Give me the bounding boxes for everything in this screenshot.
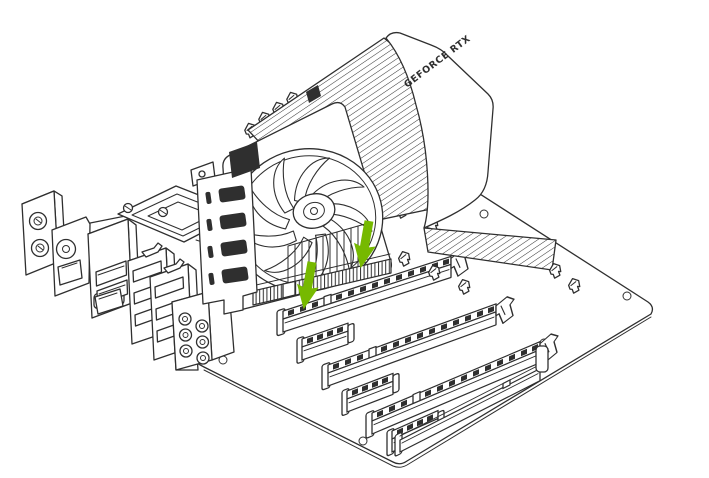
- usb-port: [95, 260, 128, 287]
- edge-connector: [251, 253, 392, 306]
- pci-slot-plain: [394, 345, 549, 457]
- bracket-screw-hole: [198, 170, 206, 178]
- bracket-vent-slots: [205, 185, 249, 285]
- spdif-port: [51, 216, 91, 297]
- rj45-clip-tab: [141, 242, 163, 258]
- shroud-wing: [385, 31, 494, 229]
- flat-port: [94, 288, 124, 315]
- audio-jack: [178, 312, 210, 365]
- fan-hub: [292, 193, 336, 229]
- connector-key-notch: [282, 280, 296, 299]
- cooling-fan: [230, 148, 384, 292]
- pcie-x1-slot-a: [296, 318, 355, 365]
- rj45-clip-tab: [163, 258, 185, 274]
- expansion-slots: [276, 246, 559, 457]
- power-connector-recess: [306, 85, 321, 103]
- pci-bracket: [190, 142, 260, 315]
- bracket-top-vent: [229, 142, 260, 178]
- graphics-card: GEFORCE RTX: [190, 31, 557, 315]
- rear-io-ports: [21, 190, 235, 371]
